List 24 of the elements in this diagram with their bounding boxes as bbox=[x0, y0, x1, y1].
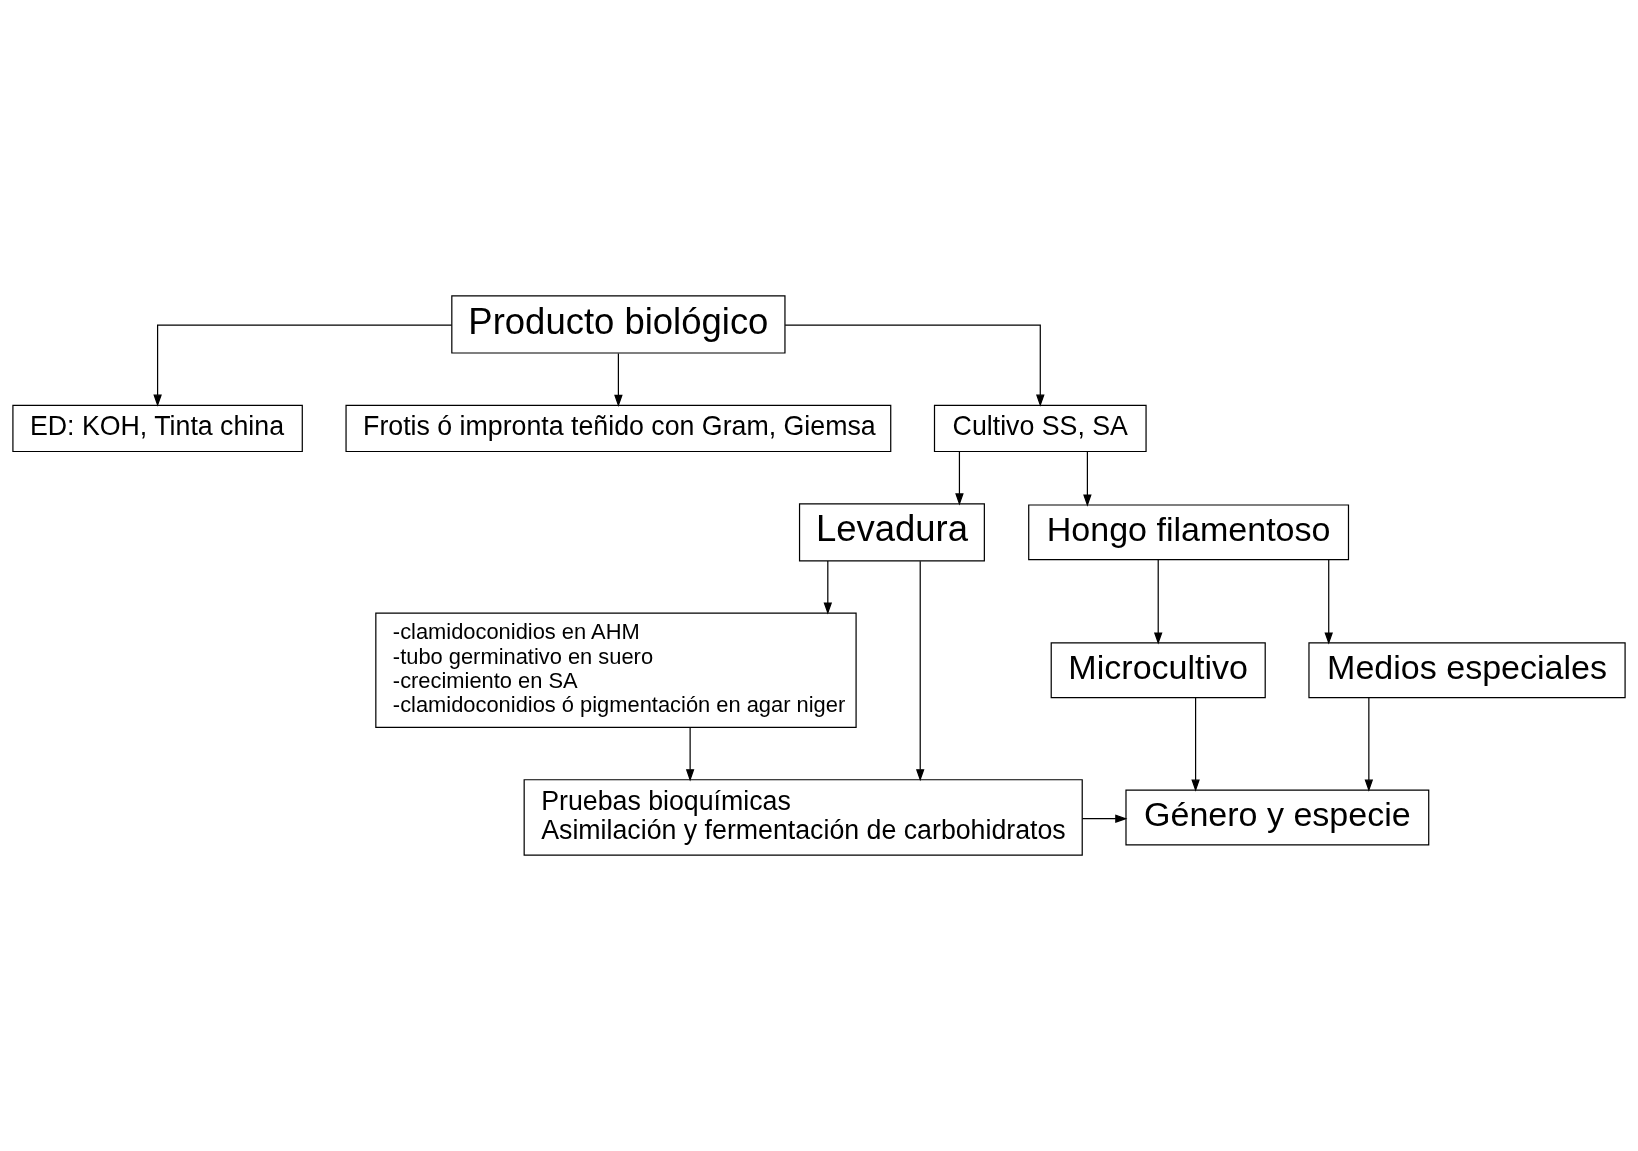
node-box: Cultivo SS, SA bbox=[933, 404, 1147, 453]
arrow bbox=[153, 324, 453, 407]
node-box: Microcultivo bbox=[1050, 642, 1266, 699]
arrow bbox=[614, 352, 623, 408]
arrow bbox=[1081, 814, 1128, 823]
node-box: Medios especiales bbox=[1308, 642, 1626, 699]
node-box: Levadura bbox=[798, 503, 985, 562]
arrow bbox=[1083, 451, 1092, 507]
node-box: -clamidoconidios en AHM -tubo germinativo en suero -crecimiento en SA -clamidoconidios ó pigmentación en agar niger bbox=[375, 612, 857, 729]
node-box: Producto biológico bbox=[451, 295, 786, 354]
node-box: Pruebas bioquímicas Asimilación y fermentación de carbohidratos bbox=[523, 779, 1083, 856]
node-box: Género y especie bbox=[1125, 789, 1430, 846]
arrow bbox=[685, 727, 695, 782]
arrow bbox=[1324, 559, 1333, 645]
node-box: Hongo filamentoso bbox=[1028, 504, 1350, 561]
arrow bbox=[1364, 697, 1374, 792]
arrow bbox=[823, 560, 833, 615]
arrow bbox=[915, 560, 925, 782]
arrow bbox=[784, 324, 1045, 407]
arrow bbox=[1153, 559, 1163, 645]
arrow bbox=[955, 451, 964, 506]
node-box: ED: KOH, Tinta china bbox=[12, 404, 303, 453]
arrow bbox=[1191, 697, 1200, 792]
node-box: Frotis ó impronta teñido con Gram, Giemsa bbox=[345, 404, 892, 453]
